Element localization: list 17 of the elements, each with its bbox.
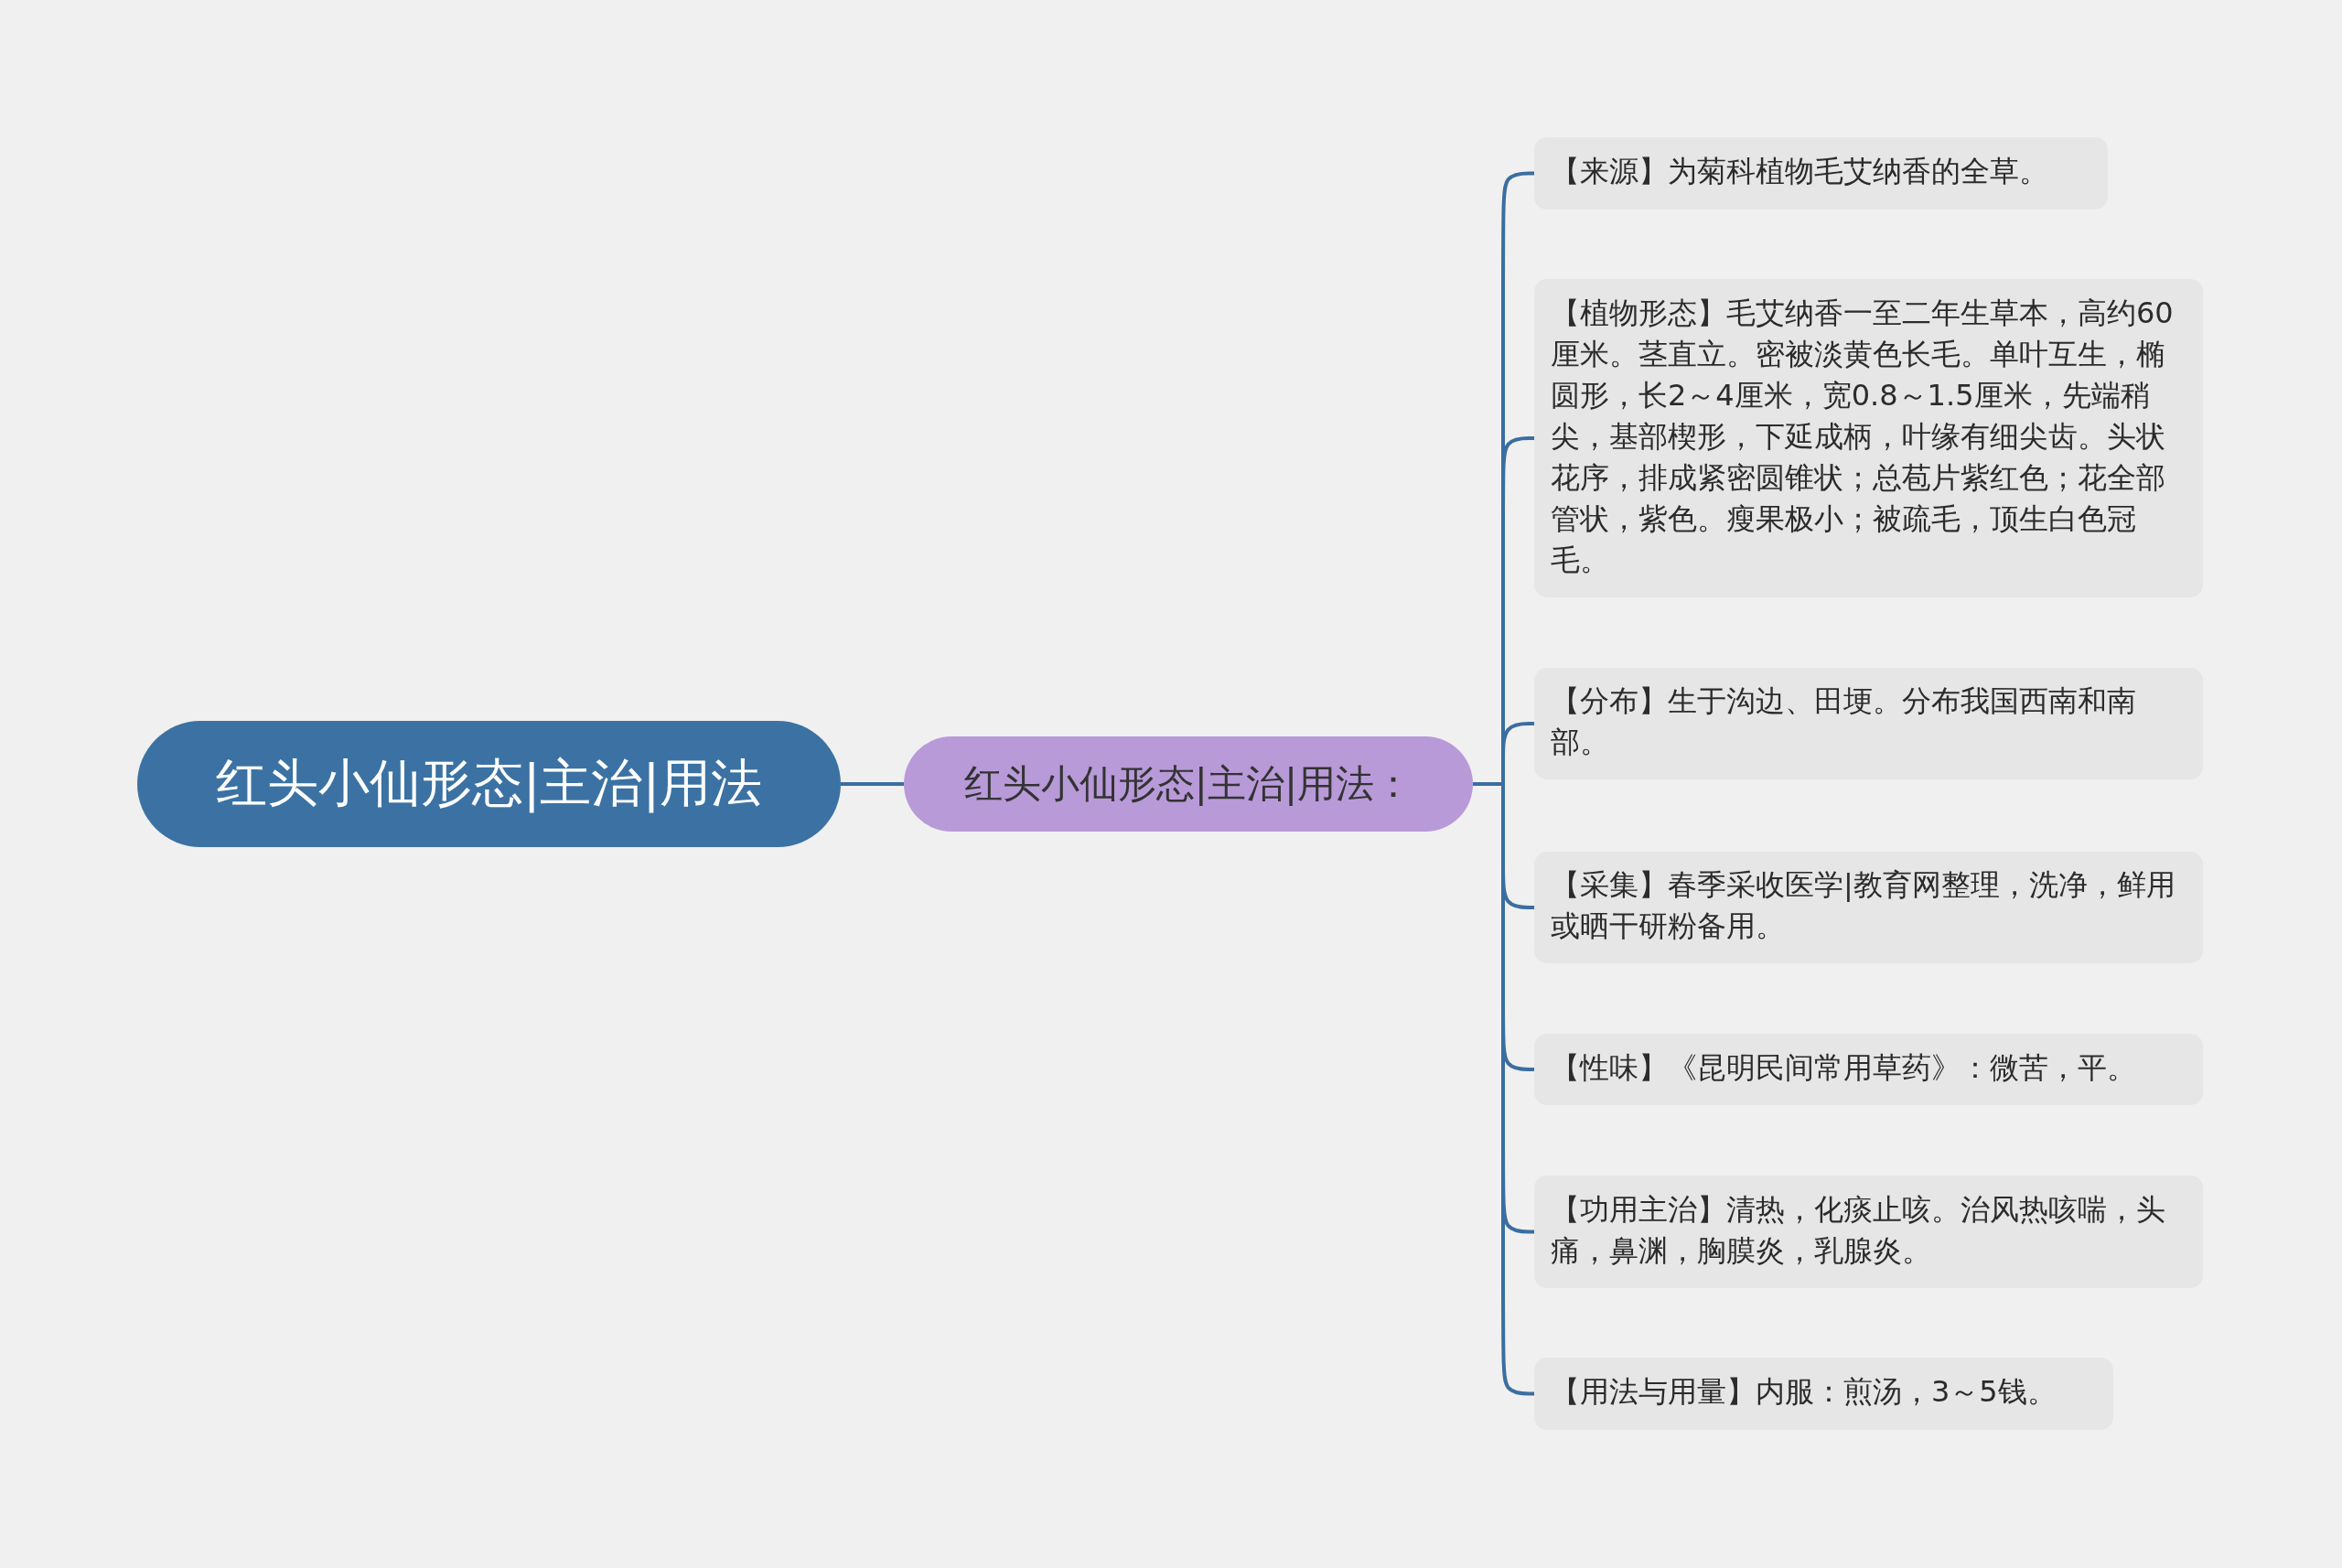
topic-text: 红头小仙形态|主治|用法	[215, 752, 763, 815]
topic-text: 红头小仙形态|主治|用法：	[963, 760, 1413, 808]
leaf-card	[1534, 279, 2203, 597]
connector-line	[841, 782, 904, 786]
topic-text: 【性味】《昆明民间常用草药》：微苦，平。	[1551, 1048, 2136, 1087]
leaf-card	[1534, 1358, 2113, 1430]
leaf-card	[1534, 1034, 2203, 1105]
topic-text: 【用法与用量】内服：煎汤，3～5钱。	[1551, 1373, 2057, 1411]
topic-text: 【来源】为菊科植物毛艾纳香的全草。	[1551, 153, 2048, 190]
leaf-card	[1534, 668, 2203, 779]
topic-text: 【分布】生于沟边、田埂。分布我国西南和南部。	[1551, 682, 2137, 761]
topic-text: 【采集】春季采收医学|教育网整理，洗净，鲜用或晒干研粉备用。	[1551, 866, 2176, 945]
leaf-card	[1534, 852, 2203, 963]
topic-text: 【功用主治】清热，化痰止咳。治风热咳喘，头痛，鼻渊，胸膜炎，乳腺炎。	[1551, 1190, 2166, 1270]
topic-text: 【植物形态】毛艾纳香一至二年生草本，高约60厘米。茎直立。密被淡黄色长毛。单叶互生，椭圆形，长2～4厘米，宽0.8～1.5厘米，先端稍尖，基部楔形，下延成柄，叶缘有细尖齿。头状花序，排成紧密圆锥状；总苞片紫红色；花全部管状，紫色。瘦果极小；被疏毛，顶生白色冠毛。	[1551, 294, 2175, 579]
leaf-card	[1534, 137, 2108, 209]
leaf-card	[1534, 1176, 2203, 1288]
